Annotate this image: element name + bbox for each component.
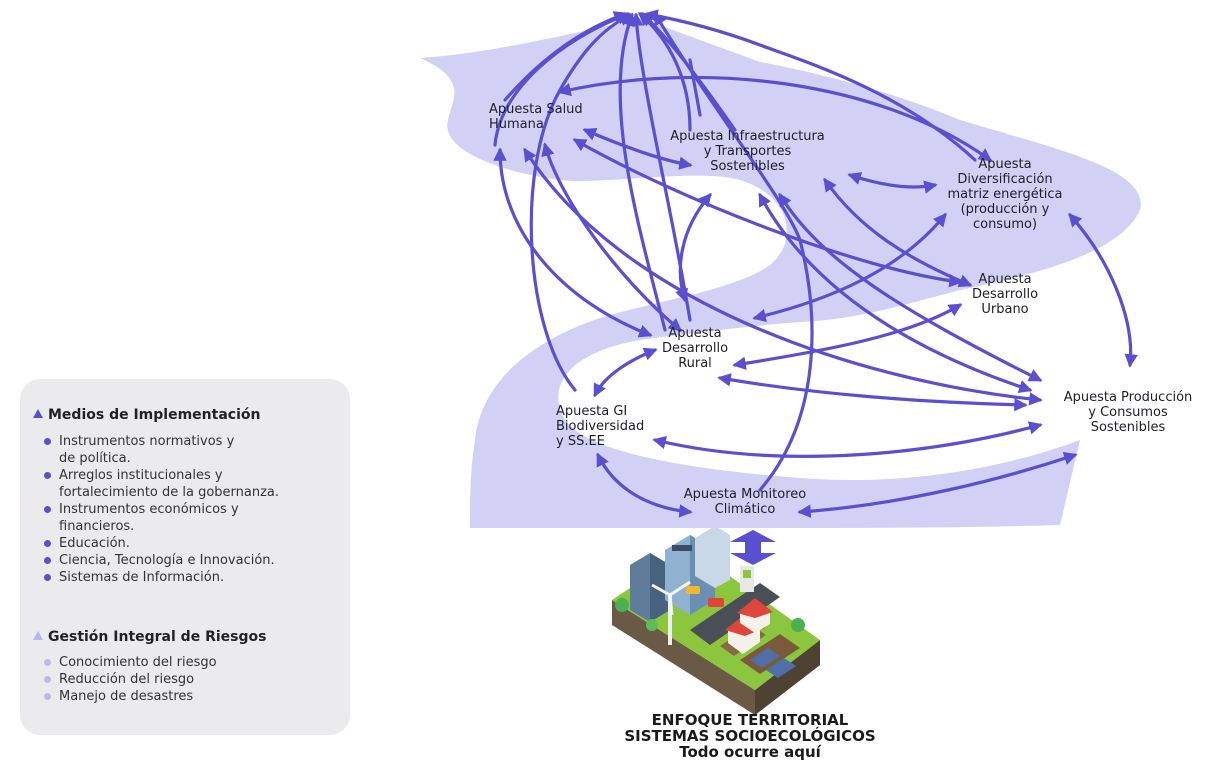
arrow bbox=[493, 11, 631, 147]
node-biodiversidad: Apuesta GI Biodiversidad y SS.EE bbox=[556, 404, 645, 449]
arrow bbox=[596, 452, 693, 518]
footer-line-2: SISTEMAS SOCIOECOLÓGICOS bbox=[624, 727, 876, 745]
legend-item: Ciencia, Tecnología e Innovación. bbox=[40, 552, 279, 569]
legend-section1-title: Medios de Implementación bbox=[48, 407, 261, 423]
legend-item: Instrumentos normativos y de política. bbox=[40, 433, 279, 467]
legend-section-title: Gestión Integral de Riesgos bbox=[33, 629, 266, 645]
node-diversificacion-energetica: Apuesta Diversificación matriz energétic… bbox=[947, 157, 1063, 232]
arrow bbox=[593, 347, 658, 398]
arrow bbox=[1068, 212, 1138, 368]
legend-item: Arreglos institucionales y fortalecimien… bbox=[40, 467, 279, 501]
arrow bbox=[557, 75, 993, 162]
bullet-icon bbox=[44, 540, 51, 547]
legend-panel: Medios de Implementación Instrumentos no… bbox=[20, 379, 350, 735]
legend-section2-list: Conocimiento del riesgo Reducción del ri… bbox=[40, 654, 217, 705]
arrow bbox=[797, 452, 1078, 518]
node-desarrollo-urbano: Apuesta Desarrollo Urbano bbox=[971, 272, 1039, 317]
up-arrow-icon bbox=[33, 409, 43, 418]
node-desarrollo-rural: Apuesta Desarrollo Rural bbox=[661, 326, 729, 371]
bullet-icon bbox=[44, 438, 51, 445]
up-arrow-icon bbox=[33, 631, 43, 640]
footer-line-1: ENFOQUE TERRITORIAL bbox=[651, 711, 849, 729]
territory-illustration bbox=[612, 526, 820, 715]
legend-section2-title: Gestión Integral de Riesgos bbox=[48, 629, 267, 645]
arrow bbox=[717, 373, 1028, 412]
legend-item: Reducción del riesgo bbox=[40, 671, 217, 688]
node-salud-humana: Apuesta Salud Humana bbox=[489, 102, 583, 132]
bullet-icon bbox=[44, 557, 51, 564]
bullet-icon bbox=[44, 472, 51, 479]
bullet-icon bbox=[44, 693, 51, 700]
footer-line-3: Todo ocurre aquí bbox=[679, 743, 821, 761]
bullet-icon bbox=[44, 676, 51, 683]
arrow bbox=[652, 421, 1043, 458]
footer-title: ENFOQUE TERRITORIAL SISTEMAS SOCIOECOLÓG… bbox=[560, 712, 940, 760]
arrow bbox=[675, 192, 712, 303]
legend-section1-list: Instrumentos normativos y de política. A… bbox=[40, 433, 279, 586]
bullet-icon bbox=[44, 506, 51, 513]
legend-item: Conocimiento del riesgo bbox=[40, 654, 217, 671]
node-monitoreo-climatico: Apuesta Monitoreo Climático bbox=[683, 487, 807, 517]
legend-section-title: Medios de Implementación bbox=[33, 407, 260, 423]
node-infraestructura-transportes: Apuesta Infraestructura y Transportes So… bbox=[670, 129, 825, 174]
arrow-group bbox=[493, 9, 1138, 518]
arrow bbox=[732, 303, 963, 370]
bullet-icon bbox=[44, 659, 51, 666]
up-down-arrow-icon bbox=[730, 530, 776, 565]
legend-item: Instrumentos económicos y financieros. bbox=[40, 501, 279, 535]
legend-item: Manejo de desastres bbox=[40, 688, 217, 705]
legend-item: Educación. bbox=[40, 535, 279, 552]
bullet-icon bbox=[44, 574, 51, 581]
node-produccion-consumos: Apuesta Producción y Consumos Sostenible… bbox=[1063, 390, 1193, 435]
legend-item: Sistemas de Información. bbox=[40, 569, 279, 586]
